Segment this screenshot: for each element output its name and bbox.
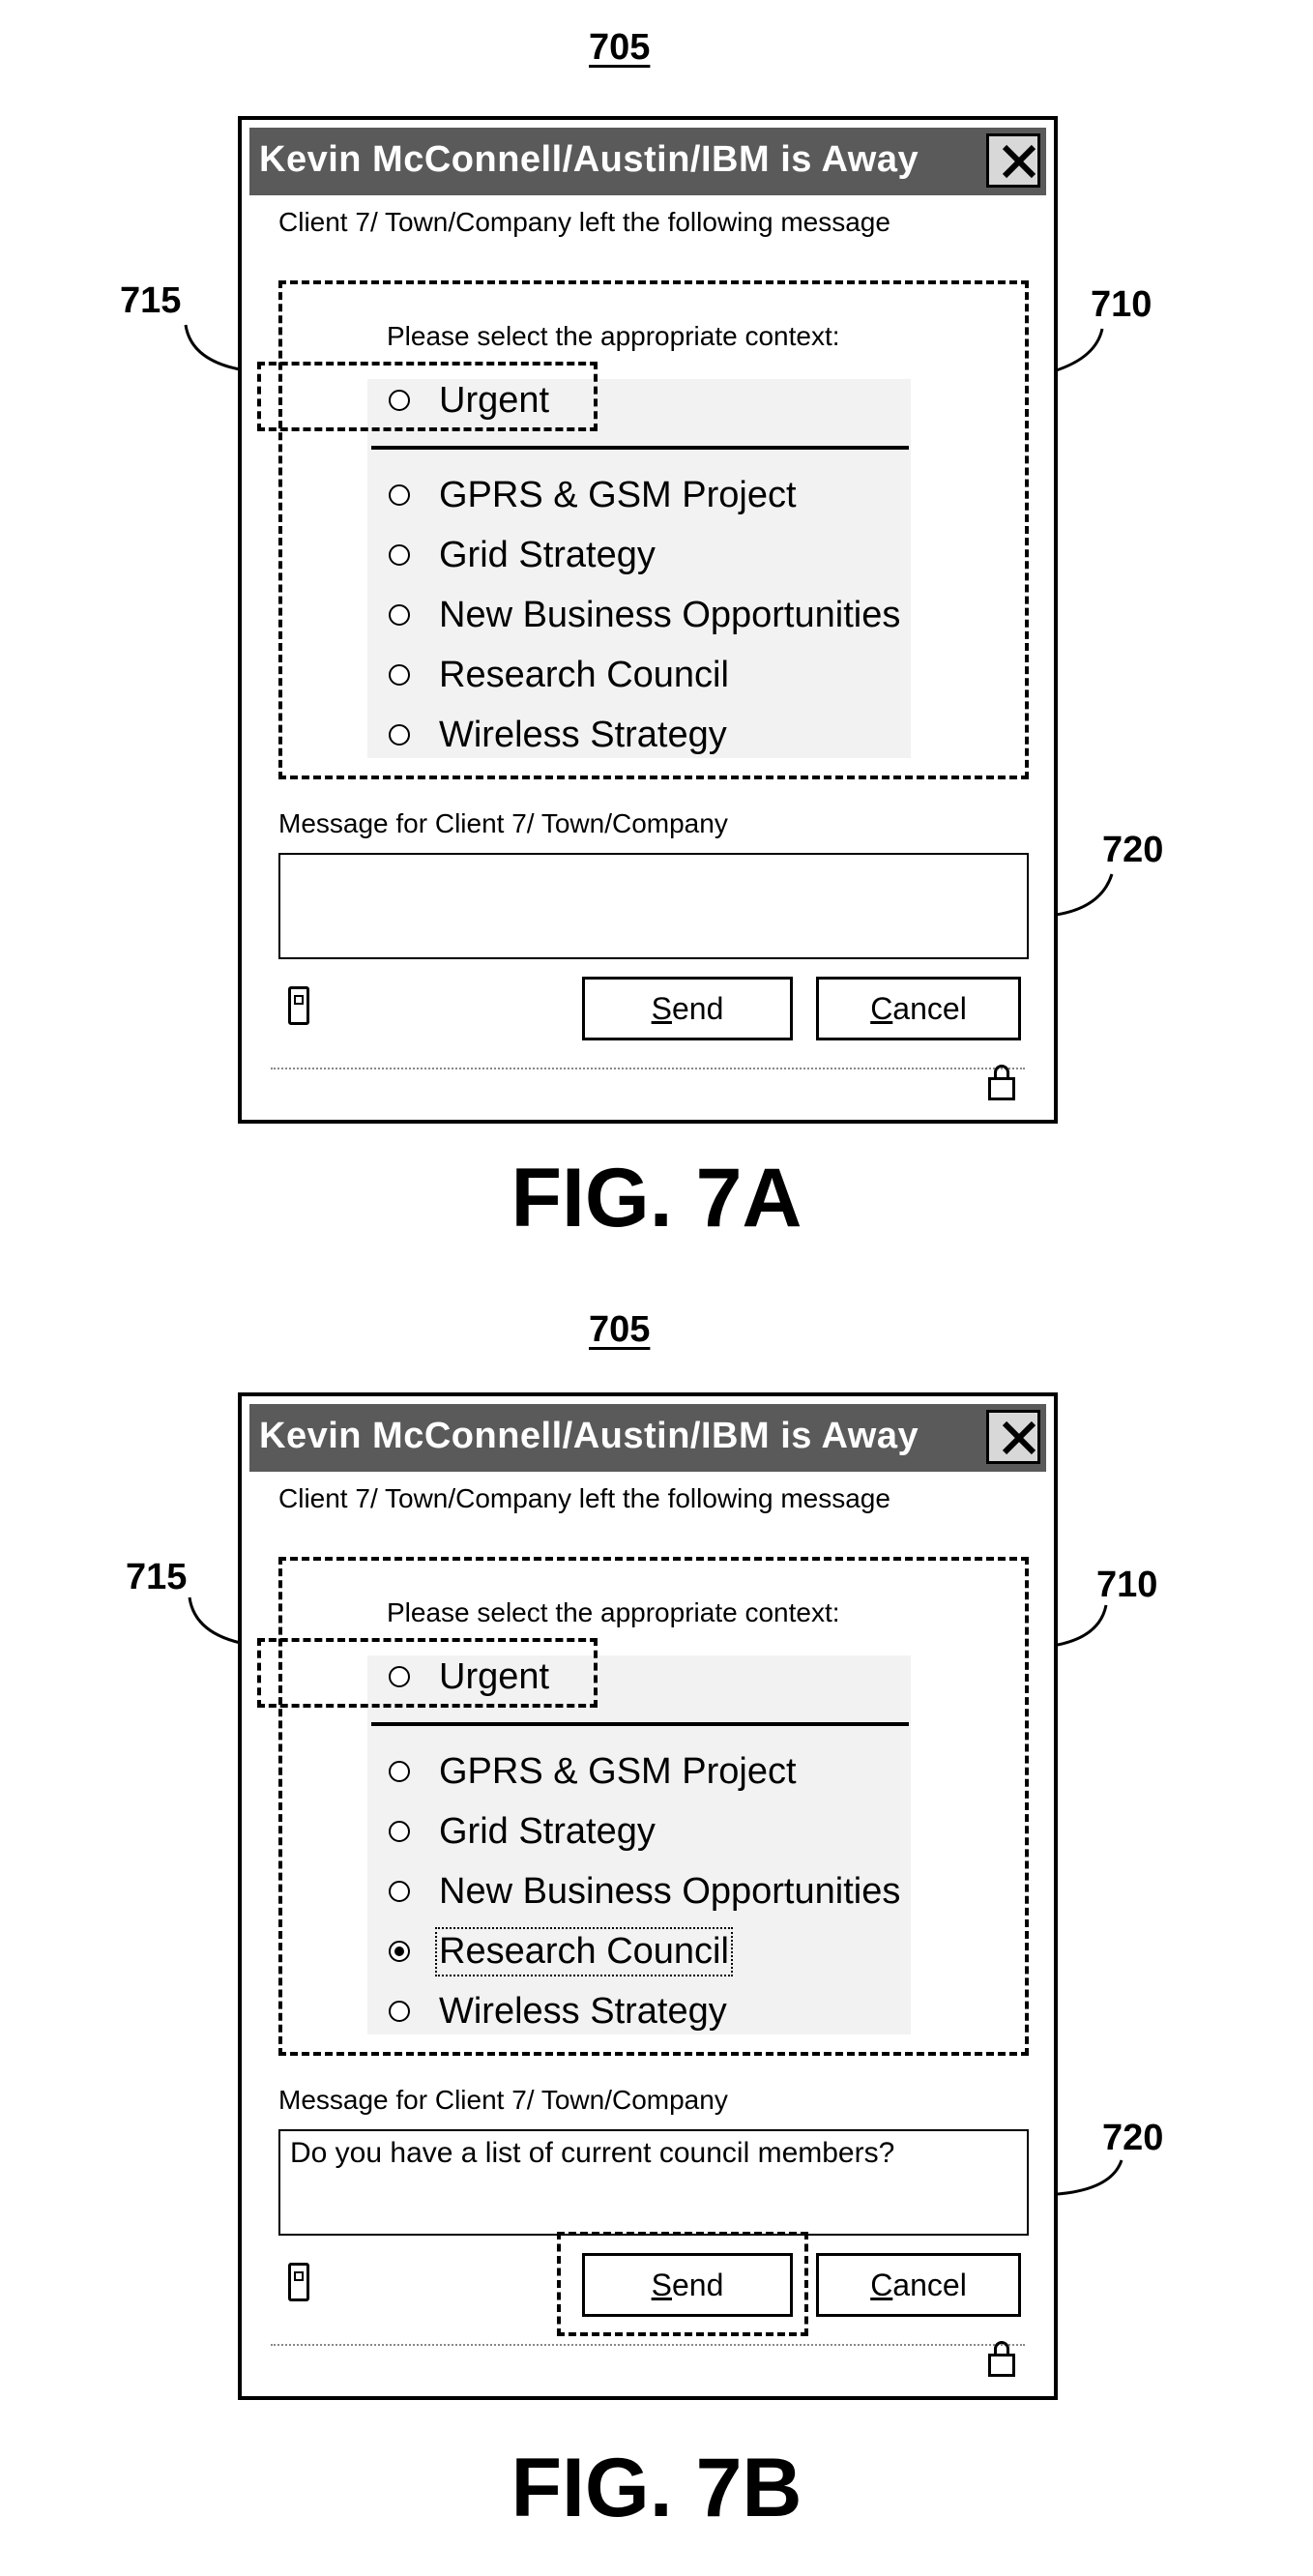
context-prompt: Please select the appropriate context: [387,321,840,352]
radio-button[interactable] [389,1821,410,1842]
lock-icon [988,2354,1015,2377]
ref-710: 710 [1096,1566,1157,1603]
ref-715: 715 [126,1559,187,1595]
cancel-label: ancel [892,991,967,1026]
context-option-wireless-strategy[interactable]: Wireless Strategy [389,1990,727,2033]
radio-button[interactable] [389,664,410,686]
radio-button[interactable] [389,390,410,411]
radio-button[interactable] [389,1761,410,1782]
option-label: Grid Strategy [439,1811,656,1853]
option-label: Wireless Strategy [439,1991,727,2033]
figure-7b: 705 715 710 720 725 Kevin McConnell/Aust… [0,1286,1313,2576]
context-option-new-business-opportunities[interactable]: New Business Opportunities [389,1870,900,1913]
left-message-text: Client 7/ Town/Company left the followin… [278,1483,890,1514]
context-option-grid-strategy[interactable]: Grid Strategy [389,1810,656,1853]
ref-715: 715 [120,282,181,319]
context-option-research-council[interactable]: Research Council [389,1930,729,1973]
figure-caption: FIG. 7B [0,2446,1313,2530]
option-label: Research Council [439,1931,729,1973]
send-button[interactable]: Send [582,2253,793,2317]
cancel-label: ancel [892,2268,967,2302]
context-prompt: Please select the appropriate context: [387,1597,840,1628]
message-label: Message for Client 7/ Town/Company [278,2085,728,2116]
message-input[interactable] [278,853,1029,959]
status-bar-divider [271,1068,1025,1069]
message-label: Message for Client 7/ Town/Company [278,808,728,839]
context-option-gprs-gsm-project[interactable]: GPRS & GSM Project [389,474,797,516]
radio-button[interactable] [389,484,410,506]
context-option-wireless-strategy[interactable]: Wireless Strategy [389,714,727,756]
option-label: Grid Strategy [439,535,656,576]
option-label: GPRS & GSM Project [439,475,797,516]
option-label: Urgent [439,1656,549,1698]
dialog-title: Kevin McConnell/Austin/IBM is Away [259,1416,919,1457]
phone-icon [288,986,309,1025]
option-label: Research Council [439,655,729,696]
figure-caption: FIG. 7A [0,1156,1313,1240]
option-label: New Business Opportunities [439,1871,900,1913]
lock-icon [988,1077,1015,1100]
ref-720: 720 [1102,832,1163,868]
dialog-title: Kevin McConnell/Austin/IBM is Away [259,139,919,181]
away-dialog: Kevin McConnell/Austin/IBM is Away Clien… [238,1392,1058,2400]
radio-button[interactable] [389,724,410,746]
cancel-button[interactable]: Cancel [816,977,1021,1040]
option-label: Wireless Strategy [439,715,727,756]
option-label: New Business Opportunities [439,595,900,636]
cancel-button[interactable]: Cancel [816,2253,1021,2317]
close-icon [995,137,1043,186]
close-button[interactable] [986,133,1040,188]
send-mnemonic: S [652,2268,672,2302]
context-selection-box: Please select the appropriate context: U… [278,280,1029,779]
context-option-urgent[interactable]: Urgent [389,1655,549,1698]
context-option-grid-strategy[interactable]: Grid Strategy [389,534,656,576]
context-option-urgent[interactable]: Urgent [389,379,549,422]
figure-7a: 705 715 710 720 Kevin McConnell/Austin/I… [0,0,1313,1286]
context-selection-box: Please select the appropriate context: U… [278,1557,1029,2056]
radio-button[interactable] [389,544,410,566]
radio-button[interactable] [389,1881,410,1902]
send-label: end [672,991,723,1026]
radio-button[interactable] [389,604,410,626]
phone-icon [288,2263,309,2301]
option-label: Urgent [439,380,549,422]
send-label: end [672,2268,723,2302]
message-input[interactable]: Do you have a list of current council me… [278,2129,1029,2236]
send-mnemonic: S [652,991,672,1026]
ref-710: 710 [1091,286,1152,323]
away-dialog: Kevin McConnell/Austin/IBM is Away Clien… [238,116,1058,1124]
radio-button[interactable] [389,2001,410,2022]
title-bar: Kevin McConnell/Austin/IBM is Away [249,1404,1046,1472]
context-option-research-council[interactable]: Research Council [389,654,729,696]
radio-button[interactable] [389,1666,410,1687]
cancel-mnemonic: C [870,991,892,1026]
ref-720: 720 [1102,2120,1163,2156]
left-message-text: Client 7/ Town/Company left the followin… [278,207,890,238]
status-bar-divider [271,2344,1025,2346]
urgent-separator [371,1722,909,1726]
send-button[interactable]: Send [582,977,793,1040]
radio-button-selected[interactable] [389,1941,410,1962]
close-button[interactable] [986,1410,1040,1464]
title-bar: Kevin McConnell/Austin/IBM is Away [249,128,1046,195]
context-option-new-business-opportunities[interactable]: New Business Opportunities [389,594,900,636]
close-icon [995,1414,1043,1462]
cancel-mnemonic: C [870,2268,892,2302]
urgent-separator [371,446,909,450]
option-label: GPRS & GSM Project [439,1751,797,1793]
context-option-gprs-gsm-project[interactable]: GPRS & GSM Project [389,1750,797,1793]
